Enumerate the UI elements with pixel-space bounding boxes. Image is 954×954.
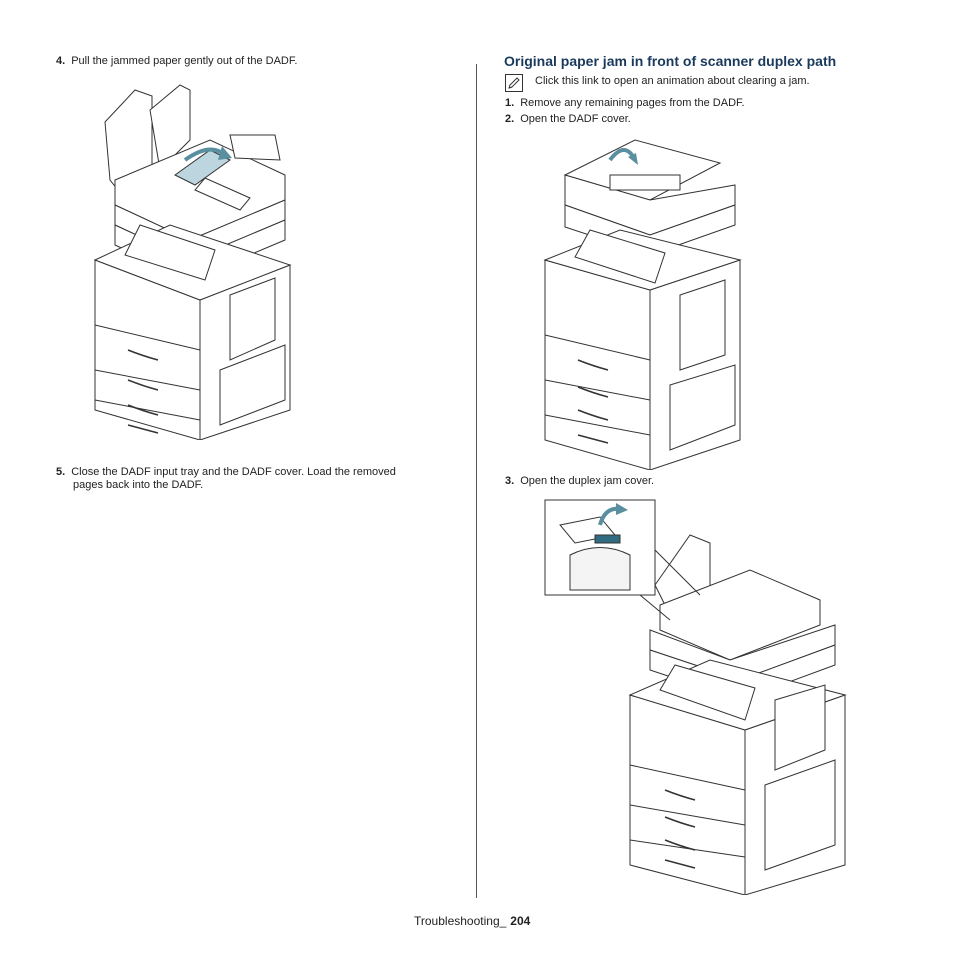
step-number: 2. (505, 113, 515, 125)
note-text[interactable]: Click this link to open an animation abo… (535, 75, 810, 87)
step-text: Open the DADF cover. (520, 113, 631, 125)
step-number: 4. (56, 55, 66, 67)
step-5: 5. Close the DADF input tray and the DADF… (56, 466, 396, 492)
step-3: 3. Open the duplex jam cover. (505, 475, 654, 488)
step-text-line-2: pages back into the DADF. (73, 479, 204, 491)
step-number: 3. (505, 475, 515, 487)
step-text: Open the duplex jam cover. (520, 475, 655, 487)
section-heading: Original paper jam in front of scanner d… (504, 53, 837, 69)
step-4: 4. Pull the jammed paper gently out of th… (56, 55, 297, 68)
step-number: 1. (505, 97, 515, 109)
step-text: Remove any remaining pages from the DADF… (520, 97, 745, 109)
step-number: 5. (56, 466, 66, 478)
footer-section: Troubleshooting_ (414, 914, 507, 928)
printer-illustration-open-cover (540, 135, 750, 470)
pencil-note-icon[interactable] (505, 74, 523, 92)
page-footer: Troubleshooting_204 (414, 914, 530, 928)
animation-link-note[interactable]: Click this link to open an animation abo… (535, 75, 810, 88)
step-1: 1. Remove any remaining pages from the DA… (505, 97, 745, 110)
step-text: Pull the jammed paper gently out of the … (71, 55, 298, 67)
printer-illustration-pull-paper (90, 80, 300, 440)
step-2: 2. Open the DADF cover. (505, 113, 631, 126)
step-text-line-1: Close the DADF input tray and the DADF c… (71, 466, 396, 478)
printer-illustration-duplex-cover (540, 495, 850, 895)
column-divider (476, 64, 477, 898)
page-number: 204 (510, 914, 531, 928)
